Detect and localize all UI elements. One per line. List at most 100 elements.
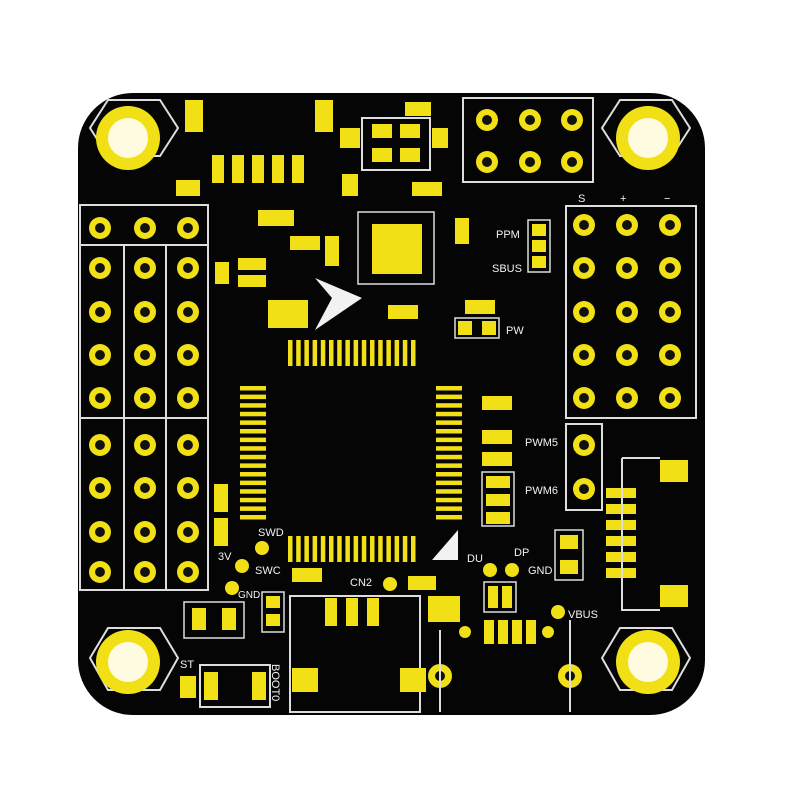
pin-hole — [183, 440, 193, 450]
pin-hole — [95, 307, 105, 317]
pin1-triangle-marker — [432, 530, 458, 560]
pin-hole — [140, 223, 150, 233]
mcu-pad — [288, 340, 293, 366]
pwm5-pwm6-header — [565, 423, 603, 511]
crystal-component — [340, 102, 448, 196]
mcu-pad — [345, 536, 350, 562]
small-smd-pads-top-left — [176, 180, 469, 328]
pin-hole — [579, 307, 589, 317]
mcu-pad — [337, 536, 342, 562]
pin-hole — [665, 393, 675, 403]
label-header-s: S — [578, 193, 585, 205]
mcu-pad — [329, 536, 334, 562]
mcu-pad — [240, 515, 266, 520]
pin-hole — [665, 307, 675, 317]
mcu-pad — [436, 411, 462, 417]
mcu-pad — [386, 340, 391, 366]
bottom-right-pads — [428, 581, 582, 688]
pin-hole — [183, 393, 193, 403]
mcu-pad — [386, 536, 391, 562]
pcb-board — [78, 93, 705, 715]
test-points — [225, 541, 565, 619]
mcu-pad — [240, 472, 266, 477]
label-gnd-left: GND — [238, 590, 260, 601]
mcu-pad — [296, 340, 301, 366]
mcu-pad — [394, 536, 400, 562]
pin-hole — [579, 220, 589, 230]
left-header-pins — [89, 217, 199, 583]
mcu-pad — [240, 454, 266, 460]
mcu-pad-ring — [240, 340, 462, 562]
pin-hole — [95, 223, 105, 233]
pin-hole — [665, 220, 675, 230]
mcu-pad — [411, 536, 416, 562]
mcu-pad — [240, 386, 266, 391]
pin-hole — [183, 223, 193, 233]
mcu-pad — [329, 340, 334, 366]
bottom-right-outline — [439, 620, 571, 712]
right-mcu-passives — [481, 396, 584, 581]
pin-hole — [183, 263, 193, 273]
left-header-box — [79, 204, 209, 591]
label-pw: PW — [506, 325, 524, 337]
pin-hole — [140, 567, 150, 577]
pin-hole — [622, 263, 632, 273]
mcu-pad — [436, 497, 462, 503]
mcu-pad — [436, 472, 462, 477]
pin-hole — [95, 263, 105, 273]
mcu-pad — [402, 536, 408, 562]
mcu-pad — [436, 437, 462, 443]
mcu-pad — [436, 403, 462, 408]
mcu-pad — [240, 506, 266, 511]
pin-hole — [622, 220, 632, 230]
mcu-pad — [370, 536, 375, 562]
mcu-pad — [240, 411, 266, 417]
mcu-pad — [240, 403, 266, 408]
mounting-hole-bottom-right — [600, 627, 692, 694]
mcu-pad — [394, 340, 400, 366]
mcu-pad — [312, 340, 318, 366]
pin-hole — [183, 307, 193, 317]
mcu-pad — [320, 340, 326, 366]
mcu-pad — [353, 340, 359, 366]
pin-hole — [622, 393, 632, 403]
top-connector-pads — [185, 100, 333, 183]
pin-hole — [140, 307, 150, 317]
pin-hole — [140, 483, 150, 493]
mcu-pad — [436, 480, 462, 486]
mounting-hole-top-left — [88, 99, 180, 170]
qfn-chip — [357, 211, 435, 285]
mcu-pad — [436, 489, 462, 494]
mcu-pad — [436, 506, 462, 511]
usb-connector — [289, 576, 460, 713]
mcu-pad — [240, 446, 266, 451]
pin-hole — [622, 350, 632, 360]
label-dp: DP — [514, 547, 529, 559]
mcu-pad — [361, 536, 367, 562]
mcu-pad — [436, 429, 462, 434]
pin-hole — [665, 350, 675, 360]
mcu-pad — [436, 394, 462, 400]
pin-hole — [665, 263, 675, 273]
pin-hole — [95, 350, 105, 360]
label-boot0: BOOT0 — [269, 664, 281, 701]
label-header-minus: − — [664, 193, 670, 205]
label-3v: 3V — [218, 551, 232, 563]
mcu-pad — [436, 515, 462, 520]
mcu-pad — [312, 536, 318, 562]
mcu-pad — [320, 536, 326, 562]
mcu-pad — [361, 340, 367, 366]
right-servo-header-box — [565, 205, 697, 419]
label-st: ST — [180, 659, 194, 671]
mcu-pad — [304, 536, 309, 562]
right-connector-outline — [621, 457, 660, 611]
right-servo-header-pins — [573, 214, 681, 409]
mcu-pad — [353, 536, 359, 562]
label-cn2: CN2 — [350, 577, 372, 589]
ppm-sbus-jumper — [527, 219, 551, 273]
top-header-2x3 — [462, 97, 594, 183]
label-ppm: PPM — [496, 229, 520, 241]
mcu-pad — [436, 420, 462, 425]
label-gnd-right: GND — [528, 565, 553, 577]
pin-hole — [95, 567, 105, 577]
